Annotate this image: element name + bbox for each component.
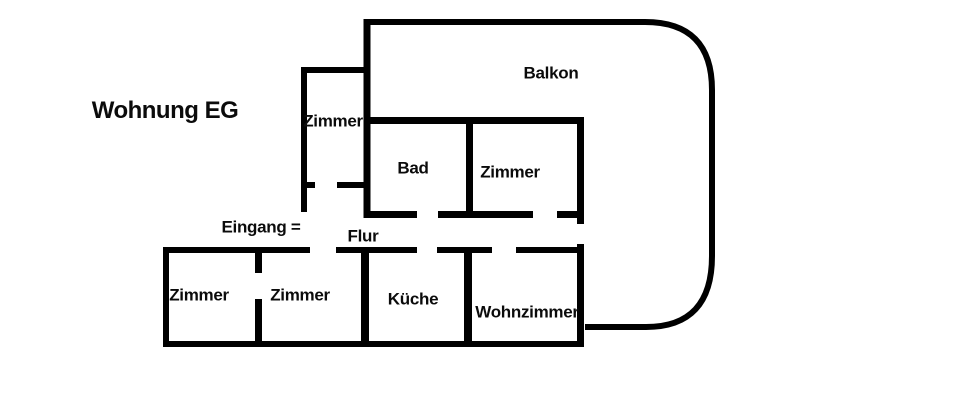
wall-zimmer-divider-upper [255, 247, 262, 273]
wall-bad-row-top [364, 117, 584, 124]
wall-bad-row-bottom-3 [557, 211, 584, 218]
wall-bottom-row-right [577, 244, 584, 347]
page-title: Wohnung EG [91, 97, 239, 124]
entrance-label: Eingang = [221, 217, 301, 237]
room-label-wohnzimmer: Wohnzimmer [475, 302, 579, 322]
wall-tall-zimmer-bottom-left [301, 182, 315, 188]
wall-bottom-row-top-1 [163, 247, 310, 253]
wall-zimmer-divider-lower [255, 299, 262, 347]
wall-kueche-wohnzimmer-divider [464, 247, 472, 347]
wall-zimmer-kueche-divider [361, 247, 369, 347]
wall-bad-row-bottom-2 [438, 211, 533, 218]
wall-bottom-row-left [163, 247, 169, 347]
room-label-zimmer-lower-left: Zimmer [169, 285, 229, 305]
room-label-bad: Bad [397, 158, 429, 178]
wall-bottom-row-top-2 [336, 247, 417, 253]
wall-segments [163, 19, 584, 347]
room-label-zimmer-top: Zimmer [303, 111, 363, 131]
wall-bottom-row-top-4 [516, 247, 584, 253]
wall-bad-row-bottom-1 [367, 211, 417, 218]
wall-bottom-row-bottom [163, 341, 584, 347]
room-label-zimmer-lower-mid: Zimmer [270, 285, 330, 305]
wall-tall-zimmer-left [301, 67, 307, 212]
wall-tall-zimmer-top [301, 67, 368, 73]
room-label-zimmer-upper-right: Zimmer [480, 162, 540, 182]
wall-balcony-outline [366, 19, 715, 330]
wall-bad-zimmer-divider [466, 119, 473, 218]
room-label-balkon: Balkon [523, 63, 579, 83]
wall-upper-right [577, 119, 584, 224]
room-label-flur: Flur [347, 226, 379, 246]
room-label-kueche: Küche [387, 289, 439, 309]
wall-tall-zimmer-bottom-right [337, 182, 368, 188]
